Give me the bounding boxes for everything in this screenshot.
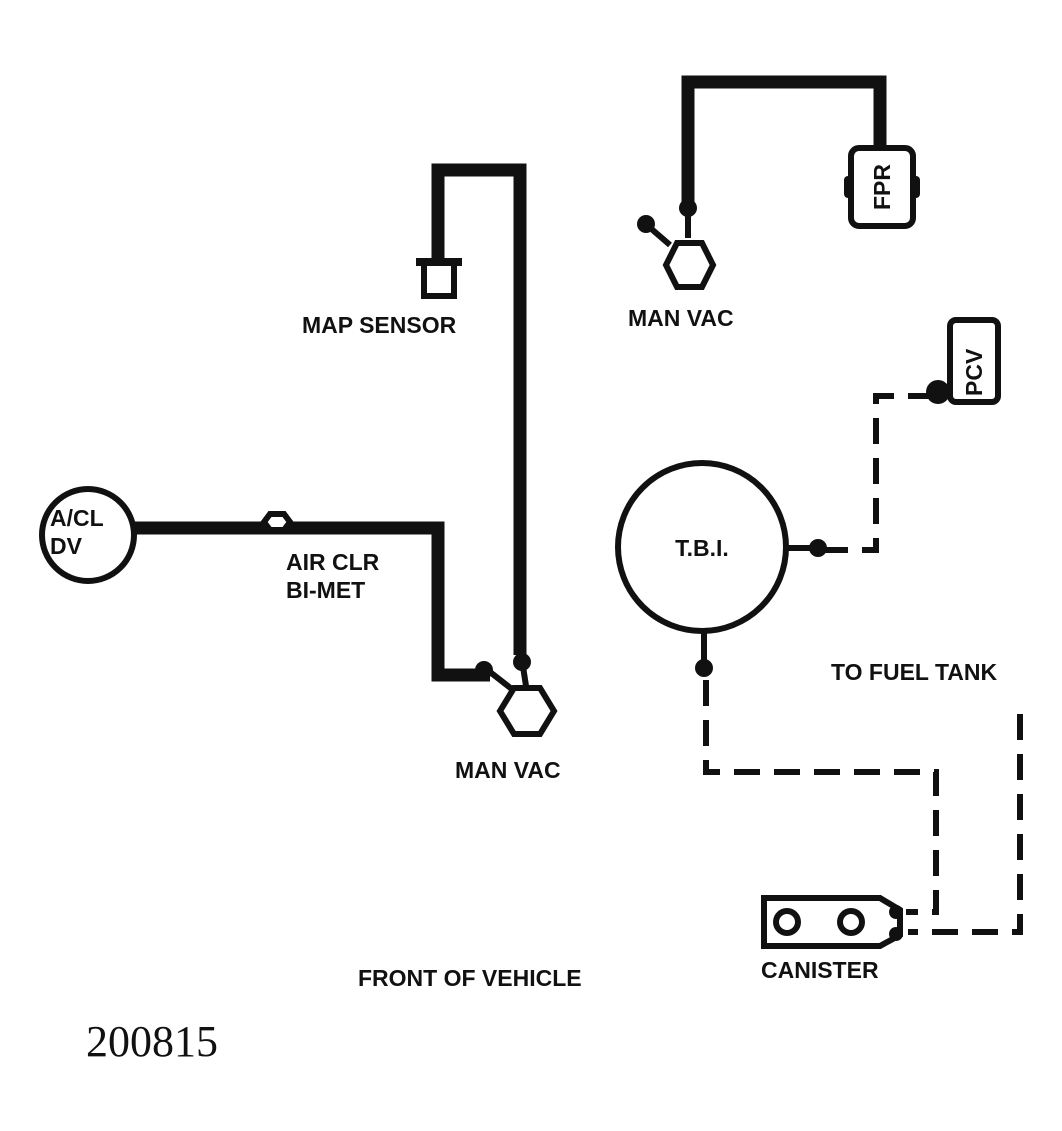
map-sensor-hose [431,163,527,655]
acl-dv-label-line2: DV [50,533,83,559]
acl-dv-actuator [39,486,137,584]
figure-code: 200815 [86,1017,218,1066]
acl-dv-label-line1: A/CL [50,505,104,531]
tbi-label: T.B.I. [675,535,729,561]
air-clr-label-line2: BI-MET [286,577,365,603]
front-of-vehicle-label: FRONT OF VEHICLE [358,965,582,991]
manifold-vacuum-fitting-bottom [475,653,558,737]
canister-label: CANISTER [761,957,879,983]
pcv-valve: PCV [926,317,1001,405]
tbi-canister-hose [703,680,939,915]
man-vac-top-label: MAN VAC [628,305,734,331]
evap-canister [761,895,903,949]
pcv-hose [822,393,930,553]
map-sensor [416,258,462,299]
air-clr-label-line1: AIR CLR [286,549,380,575]
fpr-hose [681,75,887,205]
fuel-pressure-regulator: FPR [844,145,920,229]
air-cleaner-bimetal-sensor [260,511,294,533]
tbi-pcv-port [809,539,827,557]
fuel-tank-hose [908,714,1023,935]
map-sensor-label: MAP SENSOR [302,312,457,338]
manifold-vacuum-fitting-top [637,199,717,290]
man-vac-bottom-label: MAN VAC [455,757,561,783]
fpr-label: FPR [869,164,895,210]
tbi-canister-port [695,659,713,677]
pcv-label: PCV [961,348,987,396]
to-fuel-tank-label: TO FUEL TANK [831,659,998,685]
